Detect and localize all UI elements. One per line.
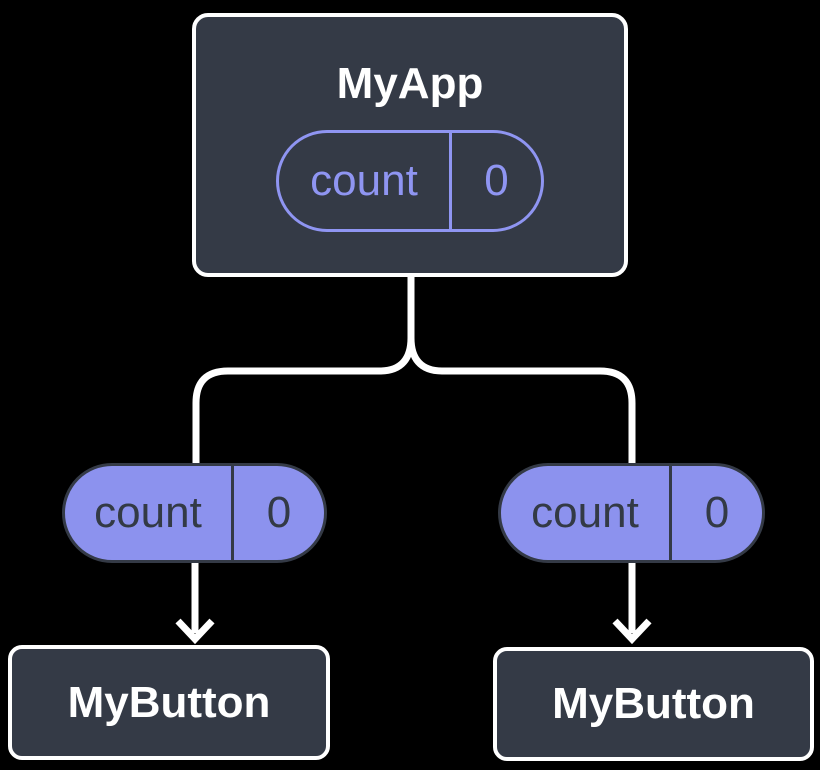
fork-line-left — [192, 272, 415, 466]
myapp-node: MyApp count 0 — [192, 13, 628, 277]
prop-name: count — [94, 488, 202, 537]
mybutton-node-right: MyButton — [493, 647, 814, 761]
prop-value: 0 — [669, 466, 762, 560]
myapp-title: MyApp — [336, 59, 484, 108]
arrow-down-icon — [175, 558, 215, 645]
prop-name: count — [531, 488, 639, 537]
state-pill: count 0 — [276, 130, 544, 232]
state-name: count — [310, 156, 418, 205]
mybutton-title: MyButton — [67, 677, 271, 727]
prop-pill-left: count 0 — [62, 463, 327, 563]
prop-pill-right: count 0 — [498, 463, 765, 563]
mybutton-title: MyButton — [552, 679, 755, 728]
state-value: 0 — [449, 133, 541, 229]
arrow-down-icon — [612, 558, 652, 645]
mybutton-node-left: MyButton — [8, 645, 330, 760]
prop-value: 0 — [231, 466, 324, 560]
fork-line-right — [407, 272, 636, 466]
